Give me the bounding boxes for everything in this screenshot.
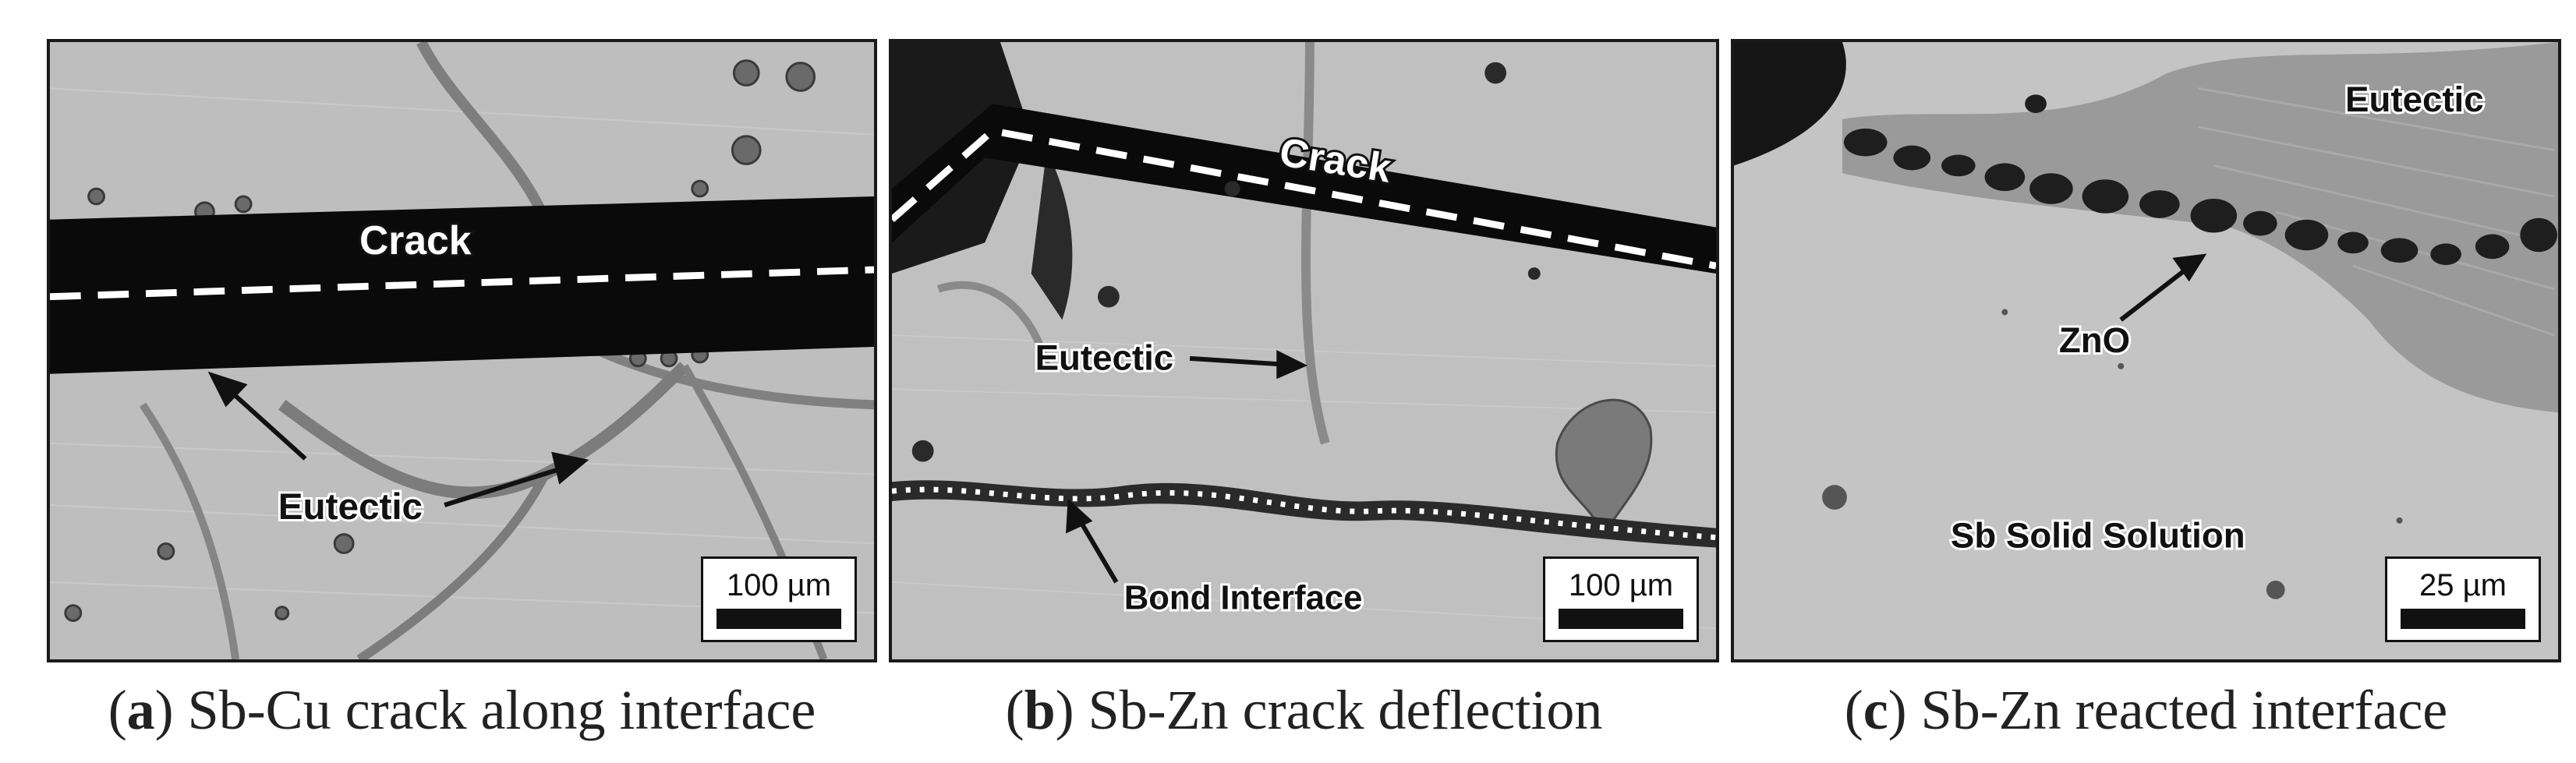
scale-bar-c-bar [2401,609,2525,629]
scale-bar-b: 100 µm [1543,556,1699,642]
scale-bar-c-label: 25 µm [2419,568,2507,602]
zno-label-c: ZnO [2059,320,2130,360]
eutectic-label-b: Eutectic [1035,338,1174,378]
solid-solution-label-c: Sb Solid Solution [1951,516,2245,556]
scale-bar-b-bar [1559,609,1683,629]
caption-c: (c) Sb-Zn reacted interface [1844,679,2448,741]
micrograph-panel-a: Crack Eutectic 100 µm [47,39,877,662]
caption-c-text: Sb-Zn reacted interface [1920,679,2448,741]
scale-bar-a: 100 µm [701,556,857,642]
scale-bar-a-label: 100 µm [726,568,832,602]
caption-a-letter: a [126,679,155,741]
micrograph-a-image: Crack Eutectic [50,42,874,659]
scale-bar-b-label: 100 µm [1568,568,1674,602]
micrograph-c-image: Eutectic ZnO Sb Solid Solution [1734,42,2558,659]
micrograph-panel-b: Crack Eutectic Bond Interface 100 µm [889,39,1719,662]
caption-b-text: Sb-Zn crack deflection [1088,679,1603,741]
scale-bar-a-bar [717,609,841,629]
caption-b-letter: b [1024,679,1056,741]
eutectic-label-a: Eutectic [278,486,423,528]
eutectic-label-c: Eutectic [2345,79,2484,119]
bond-interface-label-b: Bond Interface [1124,580,1363,617]
scale-bar-c: 25 µm [2385,556,2541,642]
micrograph-panel-c: Eutectic ZnO Sb Solid Solution 25 µm [1731,39,2561,662]
caption-c-letter: c [1863,679,1888,741]
caption-b: (b) Sb-Zn crack deflection [1005,679,1603,741]
crack-label-a: Crack [359,217,472,263]
caption-a: (a) Sb-Cu crack along interface [108,679,816,741]
caption-a-text: Sb-Cu crack along interface [187,679,816,741]
